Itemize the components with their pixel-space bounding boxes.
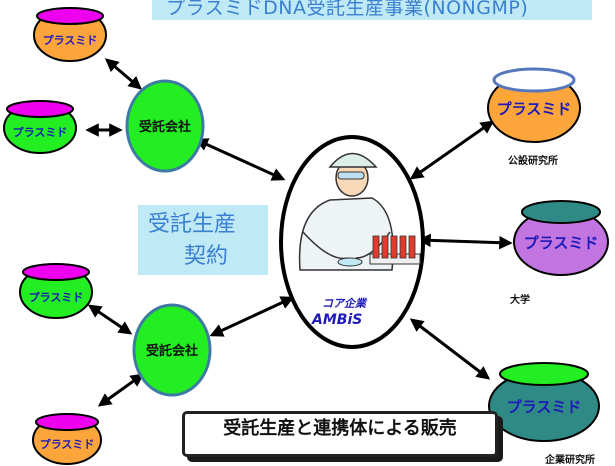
plasmid-pot-company-lab-label: プラスミド — [507, 398, 582, 416]
arrow-pot4-contractor-bottom — [97, 373, 145, 407]
arrow-core-public-lab — [409, 120, 495, 180]
plasmid-pot-1-label: プラスミド — [43, 33, 98, 47]
university-label: 大学 — [510, 295, 530, 306]
plasmid-pot-4: プラスミド — [32, 413, 102, 465]
arrow-pot3-contractor-bottom — [87, 304, 133, 335]
contract-banner — [138, 205, 268, 275]
public-lab-label: 公設研究所 — [508, 156, 558, 167]
company-lab-label: 企業研究所 — [545, 455, 595, 466]
plasmid-pot-university: プラスミド — [513, 200, 609, 276]
plasmid-pot-3-label: プラスミド — [29, 290, 84, 304]
arrow-core-company-lab — [409, 318, 491, 380]
contractor-top: 受託会社 — [125, 79, 205, 173]
plasmid-pot-2-label: プラスミド — [13, 125, 68, 139]
core-company-name: AMBiS — [312, 312, 363, 328]
title-banner — [152, 0, 592, 20]
plasmid-pot-company-lab: プラスミド — [488, 362, 600, 442]
contract-label-line1: 受託生産 — [148, 212, 237, 237]
scientist-illustration — [298, 152, 421, 271]
page-title: プラスミドDNA受託生産事業(NONGMP) — [166, 0, 529, 19]
plasmid-pot-public-lab: プラスミド — [487, 67, 581, 143]
contract-label-line2: 契約 — [184, 244, 229, 269]
plasmid-pot-3: プラスミド — [19, 263, 93, 319]
plasmid-pot-2: プラスミド — [3, 100, 77, 154]
sales-box — [182, 411, 498, 457]
plasmid-pot-4-label: プラスミド — [40, 437, 95, 451]
arrow-core-university — [417, 233, 513, 250]
contractor-top-label: 受託会社 — [139, 119, 191, 135]
arrow-pot1-contractor-top — [104, 58, 143, 90]
core-company-label: コア企業 — [322, 297, 366, 310]
plasmid-pot-university-label: プラスミド — [524, 234, 599, 252]
contractor-bottom-label: 受託会社 — [146, 343, 198, 359]
arrow-contractor-top-core — [194, 138, 286, 181]
sales-box-label: 受託生産と連携体による販売 — [223, 418, 457, 439]
plasmid-pot-public-lab-label: プラスミド — [497, 100, 572, 118]
plasmid-pot-1: プラスミド — [33, 7, 107, 62]
arrow-contractor-bottom-core — [209, 296, 295, 337]
contractor-bottom: 受託会社 — [132, 303, 212, 397]
